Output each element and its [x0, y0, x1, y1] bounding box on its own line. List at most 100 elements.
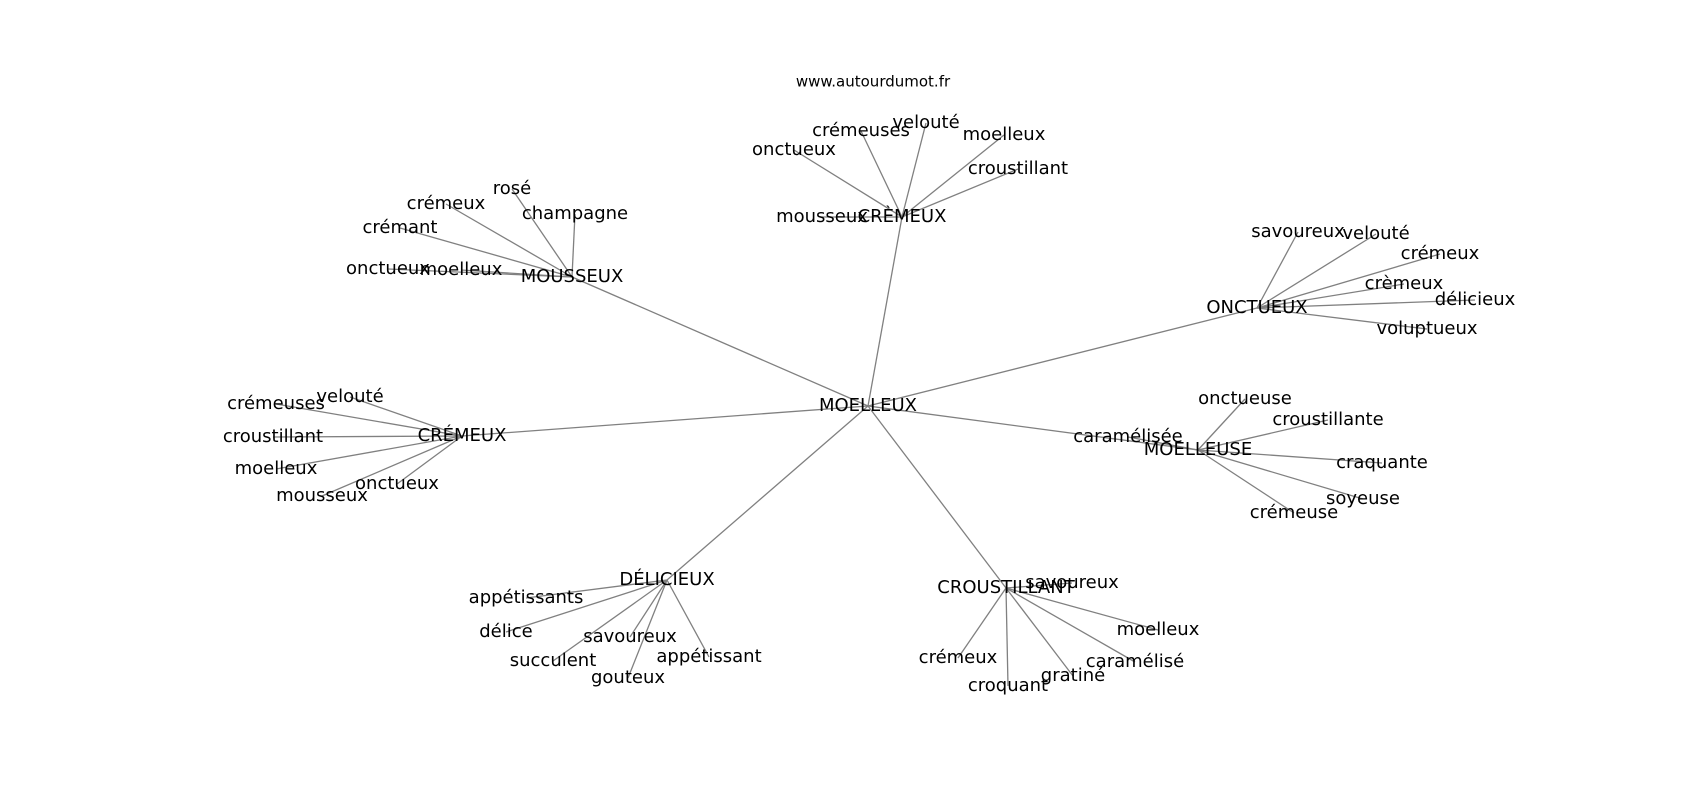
edge-center-hub: [867, 405, 1007, 589]
leaf-node-label: crémeux: [407, 193, 486, 214]
leaf-node-label: mousseux: [776, 206, 868, 227]
hub-node-label: DÉLICIEUX: [619, 568, 714, 590]
leaf-node-label: moelleux: [235, 458, 318, 479]
leaf-node-label: savoureux: [583, 626, 677, 647]
edge-hub-leaf: [571, 213, 576, 278]
edge-hub-leaf: [793, 149, 903, 218]
edge-hub-leaf: [1005, 587, 1074, 677]
edge-hub-leaf: [272, 435, 463, 438]
edge-hub-leaf: [349, 396, 463, 437]
edge-hub-leaf: [525, 579, 668, 599]
leaf-node-label: croustillant: [968, 158, 1068, 179]
edge-hub-leaf: [275, 403, 463, 437]
edge-hub-leaf: [627, 579, 668, 679]
leaf-node-label: voluptueux: [1376, 318, 1477, 339]
leaf-node-label: crémeuses: [227, 393, 325, 414]
edge-hub-leaf: [321, 435, 463, 497]
hub-node-label: MOELLEUSE: [1144, 439, 1252, 460]
edge-hub-leaf: [1005, 587, 1159, 631]
leaf-node-label: craquante: [1336, 452, 1428, 473]
edge-hub-leaf: [1197, 449, 1364, 500]
leaf-node-label: rosé: [493, 178, 531, 199]
leaf-node-label: champagne: [522, 203, 628, 224]
leaf-node-label: délicieux: [1435, 289, 1516, 310]
leaf-node-label: caramélisé: [1086, 651, 1184, 672]
leaf-node-label: moelleux: [420, 259, 503, 280]
leaf-node-label: onctueux: [752, 139, 836, 160]
leaf-node-label: savoureux: [1251, 221, 1345, 242]
edge-hub-leaf: [957, 587, 1007, 659]
leaf-node-label: gratiné: [1041, 665, 1105, 686]
leaf-node-label: crémant: [362, 217, 437, 238]
edge-hub-leaf: [1197, 449, 1295, 514]
leaf-node-label: crémeuses: [812, 120, 910, 141]
edge-center-hub: [867, 216, 903, 407]
edge-hub-leaf: [1256, 233, 1377, 309]
edge-center-hub: [867, 307, 1258, 407]
edge-hub-leaf: [1005, 587, 1009, 687]
leaf-node-label: onctueux: [355, 473, 439, 494]
hub-node-label: CRÉMEUX: [418, 424, 507, 446]
hub-node-label: MOUSSEUX: [521, 266, 624, 287]
hub-node-label: CRÈMEUX: [858, 205, 947, 227]
center-node-label: MOELLEUX: [819, 395, 917, 416]
leaf-node-label: moelleux: [1117, 619, 1200, 640]
leaf-node-label: appétissants: [469, 587, 584, 608]
hub-node-label: CROUSTILLANT: [937, 577, 1075, 598]
edge-hub-leaf: [1005, 582, 1073, 589]
edge-hub-leaf: [1256, 231, 1299, 309]
leaf-node-label: croustillant: [223, 426, 323, 447]
leaf-node-label: crémeux: [919, 647, 998, 668]
leaf-node-label: mousseux: [276, 485, 368, 506]
leaf-node-label: succulent: [510, 650, 597, 671]
edge-hub-leaf: [505, 579, 668, 633]
leaf-node-label: moelleux: [963, 124, 1046, 145]
edge-hub-leaf: [1197, 398, 1246, 451]
edge-hub-leaf: [1005, 587, 1136, 663]
labels-layer: mousseuxonctueuxcrémeusesveloutémoelleux…: [223, 112, 1516, 696]
leaf-node-label: croquant: [968, 675, 1048, 696]
leaf-node-label: velouté: [892, 112, 959, 133]
edge-center-hub: [571, 276, 869, 407]
leaf-node-label: croustillante: [1272, 409, 1383, 430]
edges-layer: [272, 122, 1476, 687]
edge-hub-leaf: [1127, 436, 1199, 451]
leaf-node-label: velouté: [1342, 223, 1409, 244]
edge-center-hub: [666, 405, 869, 581]
leaf-node-label: gouteux: [591, 667, 665, 688]
edge-hub-leaf: [1256, 307, 1428, 330]
edge-hub-leaf: [1256, 253, 1441, 309]
edge-hub-leaf: [1197, 449, 1383, 464]
edge-hub-leaf: [552, 579, 668, 662]
edge-hub-leaf: [445, 203, 573, 278]
edge-hub-leaf: [901, 168, 1019, 218]
leaf-node-label: crémeuse: [1250, 502, 1338, 523]
leaf-node-label: délice: [479, 621, 532, 642]
edge-hub-leaf: [629, 579, 668, 638]
leaf-node-label: crémeux: [1401, 243, 1480, 264]
edge-hub-leaf: [1256, 283, 1405, 309]
edge-center-hub: [867, 405, 1199, 451]
leaf-node-label: crèmeux: [1365, 273, 1444, 294]
edge-hub-leaf: [666, 579, 710, 658]
edge-center-hub: [461, 405, 869, 437]
website-label: www.autourdumot.fr: [796, 73, 951, 91]
edge-hub-leaf: [399, 227, 573, 278]
edge-hub-leaf: [275, 435, 463, 470]
edge-hub-leaf: [901, 134, 1005, 218]
leaf-node-label: savoureux: [1025, 572, 1119, 593]
edge-hub-leaf: [901, 122, 927, 218]
hub-node-label: ONCTUEUX: [1206, 297, 1307, 318]
leaf-node-label: soyeuse: [1326, 488, 1400, 509]
leaf-node-label: velouté: [316, 386, 383, 407]
leaf-node-label: caramélisée: [1073, 426, 1183, 447]
edge-hub-leaf: [396, 435, 463, 485]
leaf-node-label: onctueux: [346, 258, 430, 279]
edge-hub-leaf: [460, 269, 573, 278]
edge-hub-leaf: [1197, 419, 1329, 451]
edge-hub-leaf: [511, 188, 573, 278]
edge-hub-leaf: [1256, 299, 1476, 309]
edge-hub-leaf: [860, 130, 903, 218]
leaf-node-label: onctueuse: [1198, 388, 1292, 409]
